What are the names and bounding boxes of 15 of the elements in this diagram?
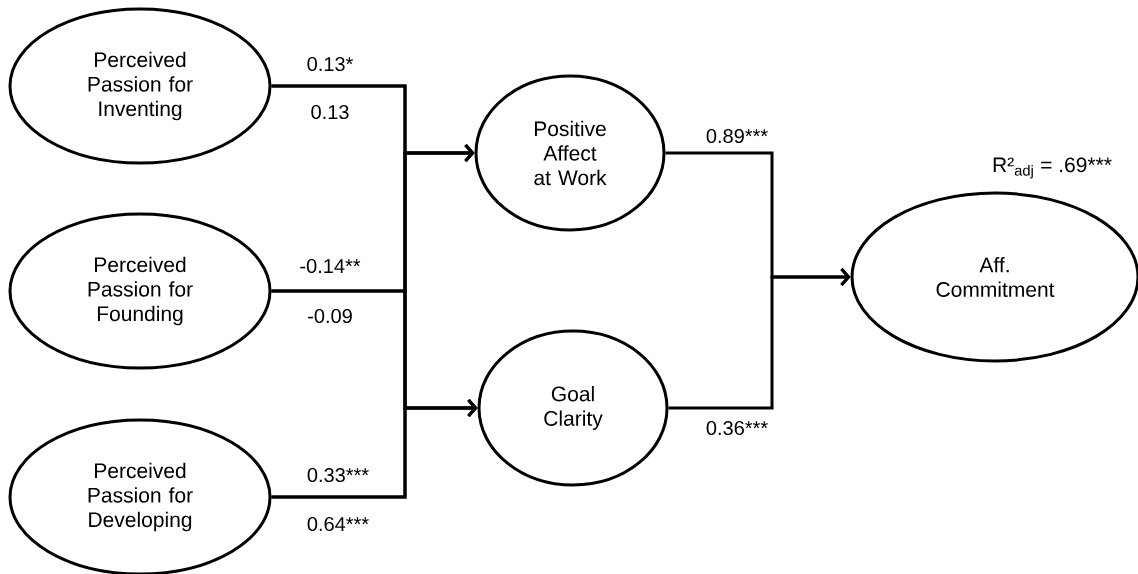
ellipse-node: Perceived Passion for Inventing	[8, 7, 272, 165]
edge-label: -0.09	[306, 307, 354, 325]
edge-label: -0.14**	[298, 257, 362, 275]
edge-label: 0.13*	[305, 55, 355, 73]
ellipse-node: Positive Affect at Work	[474, 74, 666, 232]
edge-label: 0.33***	[305, 466, 371, 484]
edge-label: 0.36***	[704, 419, 770, 437]
connector-arrow	[668, 268, 851, 410]
ellipse-node: Perceived Passion for Founding	[8, 212, 272, 370]
edge-label: 0.89***	[704, 127, 770, 145]
edge-label: 0.13	[309, 103, 351, 121]
ellipse-node: Goal Clarity	[477, 329, 669, 487]
edge-label: 0.64***	[305, 515, 371, 533]
connector-arrow	[271, 399, 478, 499]
fit-statistic: R²$_{adj}$ = .69***	[993, 157, 1112, 179]
